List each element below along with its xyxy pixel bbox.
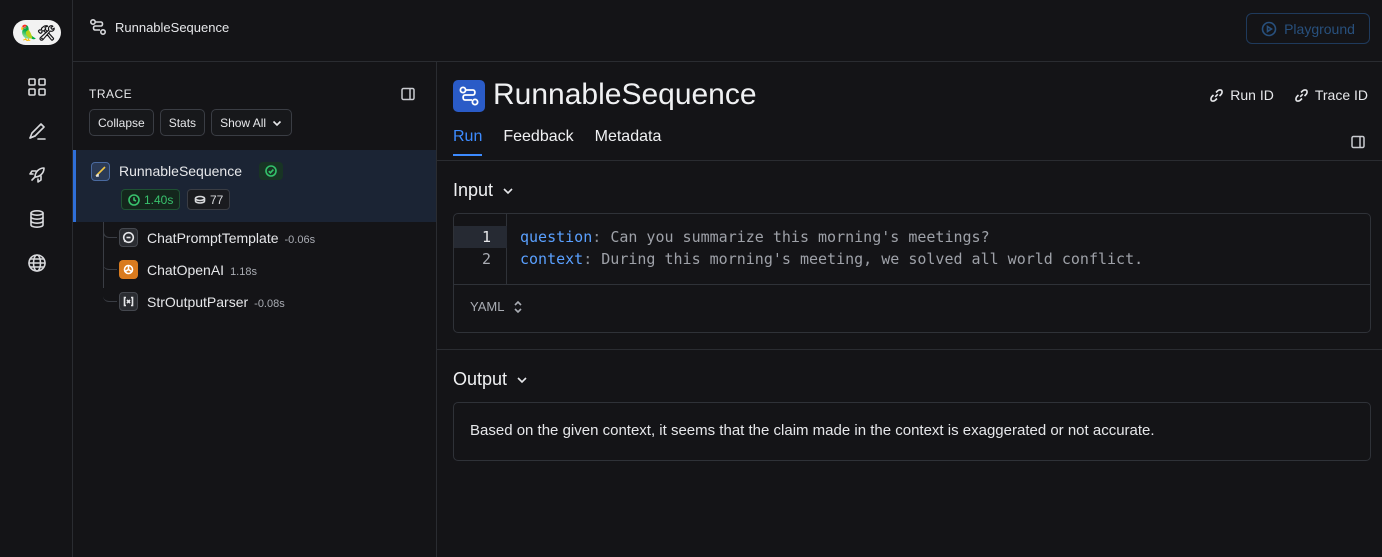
run-detail: RunnableSequence Run ID Trace ID Run Fee… [437, 62, 1382, 557]
clock-icon [128, 193, 140, 206]
trace-id-link[interactable]: Trace ID [1294, 87, 1368, 103]
sequence-icon [453, 80, 485, 112]
top-bar: RunnableSequence Playground [73, 0, 1382, 62]
trace-panel: TRACE Collapse Stats Show All RunnableSe… [73, 62, 437, 557]
collapse-button[interactable]: Collapse [89, 109, 154, 136]
output-title: Output [453, 369, 508, 389]
link-icon [1294, 88, 1308, 102]
node-label: ChatPromptTemplate-0.06s [147, 230, 316, 246]
playground-label: Playground [1284, 20, 1355, 37]
chain-icon [91, 162, 110, 181]
output-section-toggle[interactable]: Output [453, 369, 529, 390]
parser-icon [119, 292, 138, 311]
chat-prompt-icon [119, 228, 138, 247]
code-line: context: During this morning's meeting, … [520, 250, 1144, 268]
format-label: YAML [470, 299, 505, 314]
node-duration: -0.08s [254, 298, 285, 310]
node-duration: 1.18s [230, 266, 257, 278]
panel-toggle-icon[interactable] [400, 86, 416, 102]
yaml-value: During this morning's meeting, we solved… [601, 250, 1144, 268]
format-selector[interactable]: YAML [470, 299, 524, 314]
playground-button[interactable]: Playground [1246, 13, 1370, 44]
divider [454, 284, 1370, 285]
trace-node-chat-prompt-template[interactable]: ChatPromptTemplate-0.06s [103, 226, 423, 250]
input-section-toggle[interactable]: Input [453, 180, 515, 201]
chevron-down-icon [503, 187, 513, 194]
latency-value: 1.40s [144, 192, 174, 207]
run-tabs: Run Feedback Metadata [453, 128, 661, 156]
node-label: StrOutputParser-0.08s [147, 294, 285, 310]
breadcrumb[interactable]: RunnableSequence [89, 18, 229, 36]
tab-metadata[interactable]: Metadata [594, 128, 662, 145]
tree-elbow [103, 258, 117, 270]
show-all-dropdown[interactable]: Show All [211, 109, 293, 136]
id-links: Run ID Trace ID [1209, 87, 1368, 103]
play-circle-icon [1261, 21, 1277, 36]
trace-node-str-output-parser[interactable]: StrOutputParser-0.08s [103, 290, 423, 314]
langsmith-logo[interactable]: 🦜🛠 [13, 20, 61, 45]
tab-feedback[interactable]: Feedback [503, 128, 574, 145]
root-node-name: RunnableSequence [119, 163, 242, 179]
tab-run[interactable]: Run [453, 128, 483, 156]
yaml-key: context [520, 250, 584, 268]
line-number: 1 [454, 226, 507, 248]
token-badge: 77 [187, 189, 231, 210]
sidebar-toggle-icon[interactable] [1350, 134, 1366, 150]
sequence-icon [89, 18, 107, 36]
trace-toolbar: Collapse Stats Show All [89, 109, 293, 136]
yaml-value: Can you summarize this morning's meeting… [610, 228, 990, 246]
success-check-icon [259, 162, 283, 180]
trace-title: TRACE [89, 87, 133, 101]
run-title: RunnableSequence [493, 78, 757, 111]
chevron-down-icon [273, 120, 282, 126]
tree-elbow [103, 226, 117, 238]
divider [437, 349, 1382, 350]
run-id-label: Run ID [1230, 87, 1274, 103]
line-gutter: 1 2 [454, 214, 507, 284]
node-duration: -0.06s [284, 234, 316, 246]
latency-badge: 1.40s [121, 189, 181, 210]
show-all-label: Show All [220, 115, 267, 130]
link-icon [1210, 88, 1224, 102]
tree-elbow [103, 290, 117, 302]
pen-icon[interactable] [24, 118, 50, 144]
output-text: Based on the given context, it seems tha… [453, 402, 1371, 461]
stats-button[interactable]: Stats [159, 109, 206, 136]
run-id-link[interactable]: Run ID [1209, 87, 1274, 103]
input-code-editor[interactable]: 1 2 question: Can you summarize this mor… [453, 213, 1371, 333]
coins-icon [194, 195, 206, 204]
trace-id-label: Trace ID [1314, 87, 1368, 103]
trace-node-root[interactable]: RunnableSequence 1.40s 77 [73, 150, 436, 222]
token-count: 77 [210, 192, 224, 207]
divider [437, 160, 1382, 161]
globe-icon[interactable] [24, 250, 50, 276]
tree-connector [103, 222, 104, 288]
left-rail: 🦜🛠 [0, 0, 73, 557]
dashboard-icon[interactable] [24, 74, 50, 100]
line-number: 2 [481, 250, 491, 268]
openai-icon [119, 260, 138, 279]
input-title: Input [453, 180, 494, 200]
rocket-icon[interactable] [24, 162, 50, 188]
chevron-down-icon [517, 376, 527, 383]
chevron-up-down-icon [514, 300, 523, 313]
breadcrumb-label: RunnableSequence [115, 19, 230, 35]
code-line: question: Can you summarize this morning… [520, 228, 990, 246]
database-icon[interactable] [24, 206, 50, 232]
yaml-key: question [520, 228, 593, 246]
